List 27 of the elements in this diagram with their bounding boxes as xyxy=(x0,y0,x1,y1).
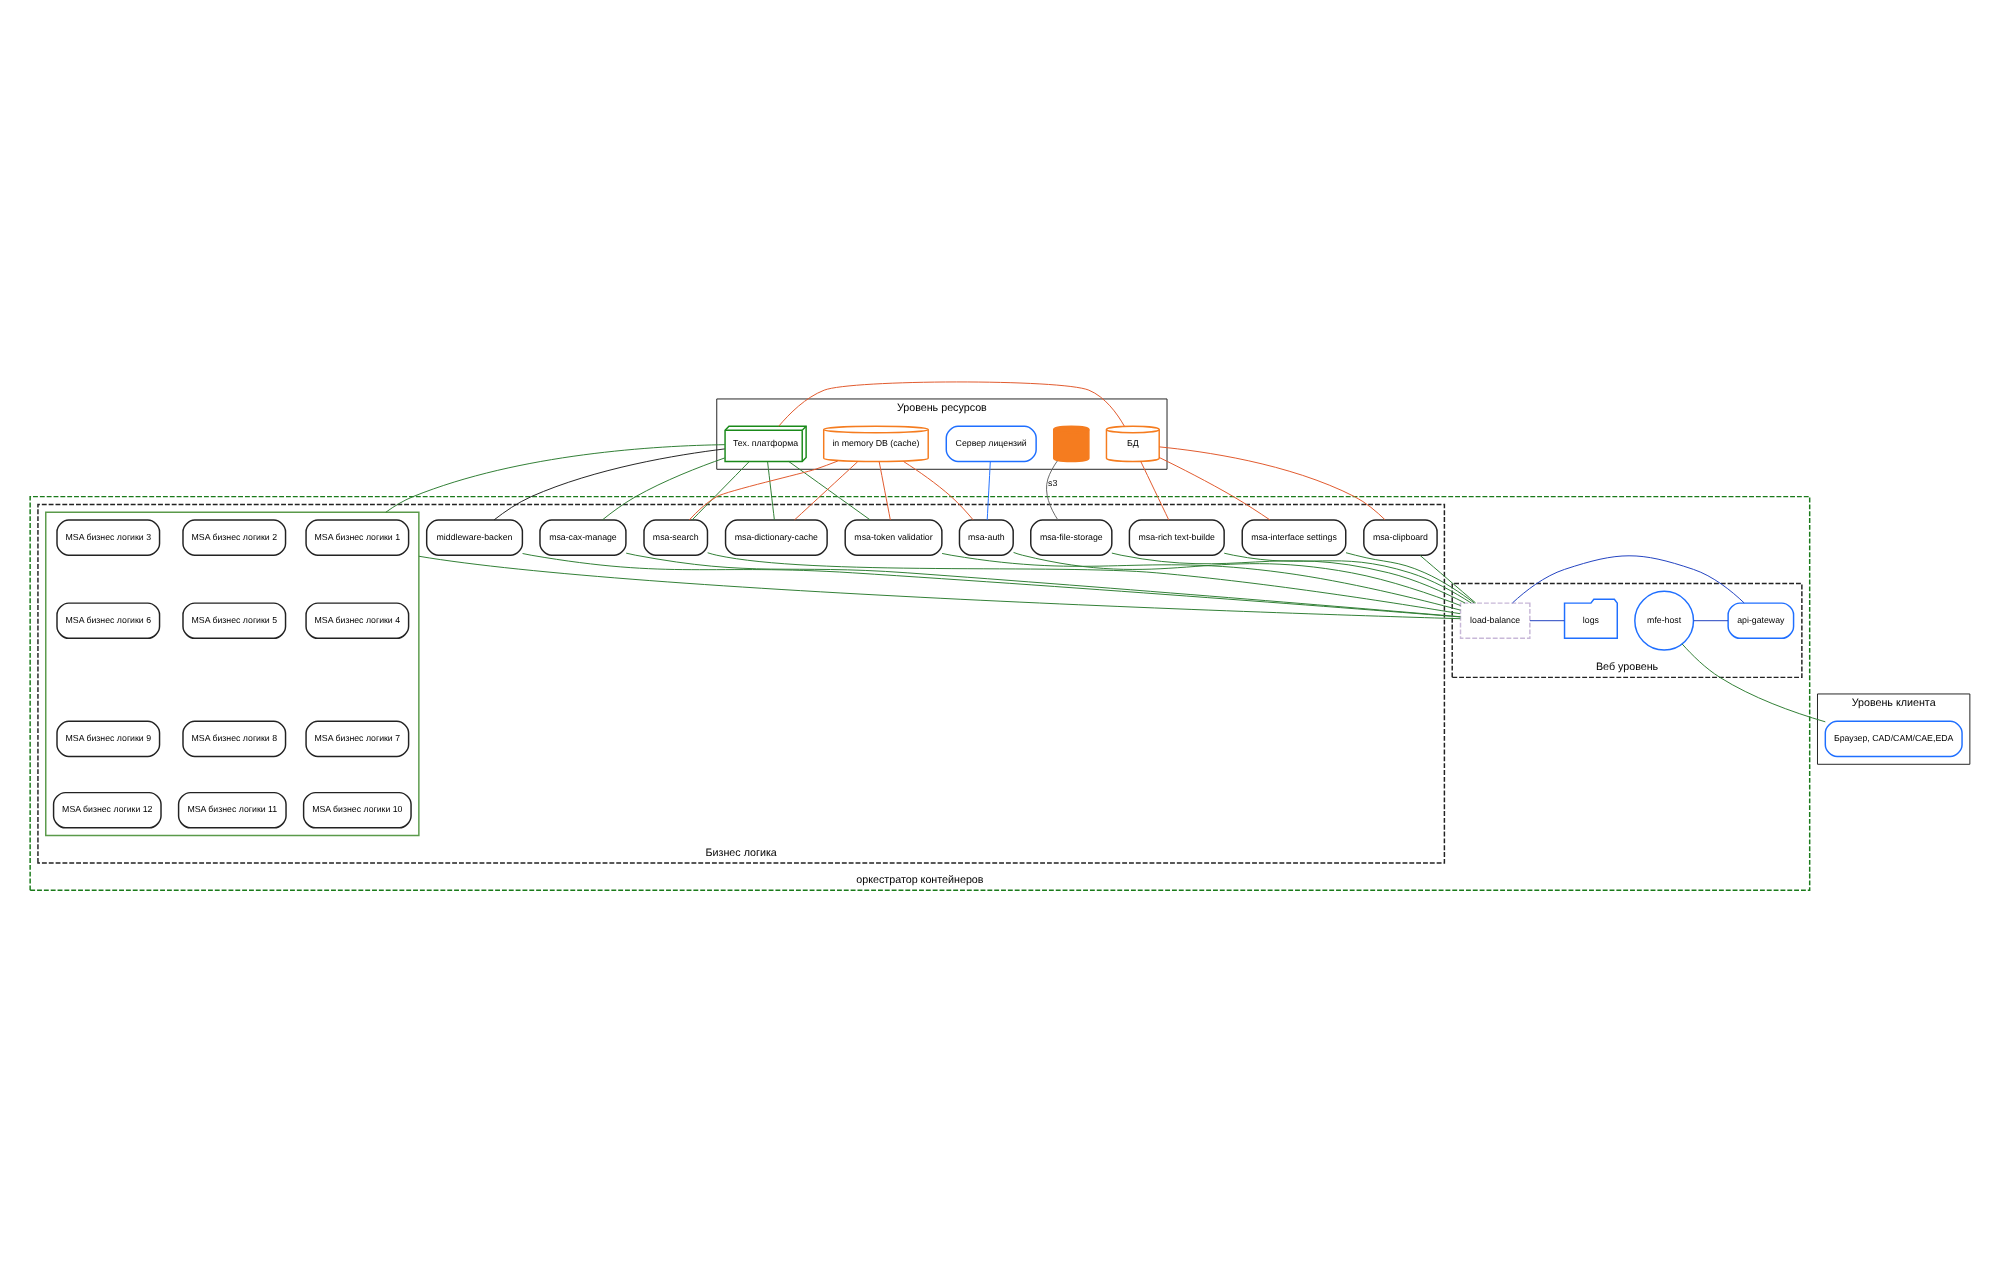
connector xyxy=(601,456,726,520)
connector xyxy=(778,380,1125,426)
connector xyxy=(688,459,839,520)
connector xyxy=(794,460,859,520)
connector xyxy=(1693,619,1729,621)
connector xyxy=(691,460,750,520)
connector xyxy=(1046,459,1059,520)
connector xyxy=(1511,554,1745,603)
cluster xyxy=(45,510,420,836)
connector xyxy=(903,460,974,520)
connector xyxy=(1223,551,1472,603)
connector xyxy=(1111,551,1466,603)
connector xyxy=(1345,551,1475,603)
connector xyxy=(418,554,1461,619)
connector xyxy=(1529,619,1565,621)
connector xyxy=(385,443,726,512)
connector xyxy=(1013,550,1461,605)
connector xyxy=(1158,456,1271,520)
connector xyxy=(1140,460,1170,520)
connector xyxy=(1419,553,1477,603)
connector xyxy=(986,460,991,520)
connector xyxy=(941,551,1461,610)
connector xyxy=(1681,642,1826,722)
connector xyxy=(788,460,871,520)
connector xyxy=(878,460,891,520)
connector xyxy=(1159,445,1386,520)
connector xyxy=(767,460,775,520)
